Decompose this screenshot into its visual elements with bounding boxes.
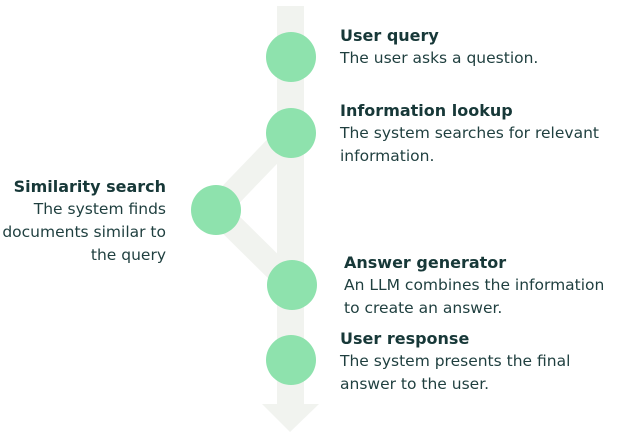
step-similarity-search: Similarity search The system finds docum… xyxy=(0,176,166,267)
step-user-query: User query The user asks a question. xyxy=(340,25,610,70)
step-description: The user asks a question. xyxy=(340,49,539,67)
step-description: The system presents the final answer to … xyxy=(340,352,571,393)
step-description: The system searches for relevant informa… xyxy=(340,124,599,165)
step-description: The system finds documents similar to th… xyxy=(2,200,166,264)
step-title: Information lookup xyxy=(340,101,513,120)
step-title: Answer generator xyxy=(344,253,507,272)
step-title: User query xyxy=(340,26,439,45)
step-title: User response xyxy=(340,329,470,348)
node-information-lookup xyxy=(266,108,316,158)
node-answer-generator xyxy=(267,260,317,310)
step-information-lookup: Information lookup The system searches f… xyxy=(340,100,610,168)
step-description: An LLM combines the information to creat… xyxy=(344,276,605,317)
node-user-query xyxy=(266,32,316,82)
track-arrow-head xyxy=(262,404,319,432)
step-answer-generator: Answer generator An LLM combines the inf… xyxy=(344,252,616,320)
node-user-response xyxy=(266,335,316,385)
step-user-response: User response The system presents the fi… xyxy=(340,328,610,396)
node-similarity-search xyxy=(191,185,241,235)
step-title: Similarity search xyxy=(13,177,166,196)
